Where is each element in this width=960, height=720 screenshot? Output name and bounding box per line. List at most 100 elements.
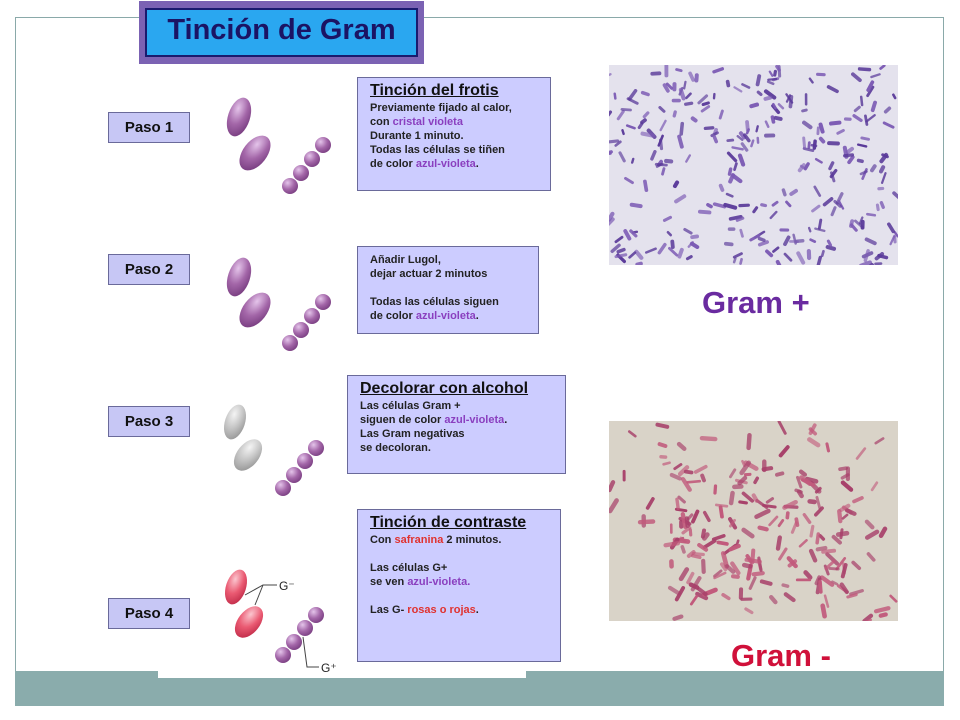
bacterium-mark: [824, 559, 836, 571]
g-minus-leader: [254, 584, 264, 606]
bacterium-mark: [856, 158, 864, 164]
bacterium-mark: [685, 92, 692, 100]
bacterium-mark: [719, 562, 728, 572]
bacterium-mark: [798, 539, 808, 548]
bacterium-mark: [838, 466, 848, 471]
bacterium-mark: [785, 511, 790, 520]
coccus-cell: [315, 137, 331, 153]
bacterium-mark: [677, 465, 690, 477]
bacterium-mark: [677, 134, 684, 149]
bacterium-mark: [880, 172, 887, 184]
gram-negative-image: [609, 421, 898, 621]
bacterium-mark: [642, 111, 650, 119]
description-text: Con: [370, 534, 395, 546]
bacterium-mark: [800, 478, 816, 487]
step-3-description: Decolorar con alcohol Las células Gram +…: [347, 375, 566, 474]
bacterium-mark: [718, 183, 725, 192]
bacterium-mark: [640, 131, 655, 138]
bacterium-mark: [855, 447, 867, 460]
bacterium-mark: [835, 530, 850, 537]
bacterium-mark: [799, 164, 807, 171]
bacterium-mark: [739, 228, 744, 238]
bacterium-mark: [737, 475, 748, 486]
bacterium-mark: [688, 582, 700, 590]
g-plus-leader: [302, 636, 319, 668]
coccus-cell: [282, 178, 298, 194]
bacterium-mark: [762, 503, 777, 509]
bacterium-mark: [679, 121, 685, 136]
description-line: Las células Gram +: [360, 399, 557, 413]
description-text: rosas o rojas: [407, 604, 476, 616]
bacterium-mark: [713, 569, 723, 578]
description-text: azul-violeta: [444, 414, 505, 426]
description-text: Las Gram negativas: [360, 428, 465, 440]
bacterium-mark: [825, 442, 831, 453]
bacterium-mark: [718, 505, 724, 519]
bacterium-mark: [821, 548, 837, 554]
description-text: Durante 1 minuto.: [370, 130, 464, 142]
bacterium-mark: [690, 554, 702, 560]
bacterium-mark: [837, 509, 843, 524]
bacterium-mark: [811, 204, 821, 213]
bacterium-mark: [757, 525, 769, 532]
bacterium-mark: [685, 154, 691, 163]
bacterium-mark: [851, 72, 862, 83]
step-2-label: Paso 2: [108, 254, 190, 285]
bacterium-mark: [741, 83, 751, 89]
bacterium-mark: [674, 194, 687, 204]
bacterium-mark: [645, 497, 655, 510]
description-line: se decoloran.: [360, 441, 557, 455]
bacterium-mark: [616, 247, 626, 254]
bacterium-mark: [770, 115, 776, 124]
bacterium-mark: [609, 150, 613, 155]
bacterium-mark: [666, 230, 673, 237]
bacterium-mark: [769, 210, 778, 220]
bacterium-mark: [740, 142, 749, 152]
bacterium-mark: [741, 562, 753, 569]
bacterium-mark: [866, 552, 876, 562]
bacterium-mark: [697, 209, 712, 215]
bacterium-mark: [738, 500, 748, 505]
bacterium-mark: [672, 110, 677, 118]
bacterium-mark: [796, 489, 804, 499]
coccus-cell: [308, 440, 324, 456]
bacterium-mark: [673, 463, 683, 471]
bacterium-mark: [683, 469, 694, 475]
bacterium-mark: [813, 185, 822, 197]
bacterium-mark: [613, 92, 617, 100]
bacterium-mark: [701, 558, 706, 574]
description-text: Las G-: [370, 604, 408, 616]
bacterium-mark: [807, 437, 821, 448]
g-plus-label: G⁺: [321, 661, 337, 675]
bacterium-mark: [765, 249, 774, 258]
description-text: Añadir Lugol,: [370, 254, 441, 266]
bacterium-mark: [724, 564, 736, 574]
bacterium-mark: [881, 153, 889, 159]
bacterium-mark: [889, 234, 896, 246]
description-line: de color azul-violeta.: [370, 157, 542, 171]
bacterium-mark: [767, 77, 778, 81]
bacterium-mark: [689, 595, 698, 606]
bacterium-mark: [818, 136, 826, 144]
bacterium-mark: [874, 252, 885, 261]
bacterium-mark: [655, 422, 670, 429]
bacillus-cell: [234, 606, 264, 638]
bacterium-mark: [783, 252, 793, 262]
bacterium-mark: [892, 93, 897, 100]
bacterium-mark: [623, 229, 632, 241]
description-text: .: [475, 310, 479, 322]
bacterium-mark: [772, 246, 780, 253]
gram-positive-micrograph: [609, 65, 898, 265]
bacterium-mark: [712, 135, 719, 144]
description-text: .: [504, 414, 508, 426]
bacterium-mark: [829, 168, 838, 179]
bacterium-mark: [826, 239, 833, 247]
bacterium-mark: [828, 566, 840, 571]
bacterium-mark: [771, 200, 779, 207]
bacterium-mark: [864, 114, 869, 126]
step-1-description: Tinción del frotis Previamente fijado al…: [357, 77, 551, 191]
bacterium-mark: [783, 592, 796, 603]
bacterium-mark: [757, 240, 769, 247]
bacillus-cell: [233, 439, 263, 471]
coccus-cell: [282, 335, 298, 351]
